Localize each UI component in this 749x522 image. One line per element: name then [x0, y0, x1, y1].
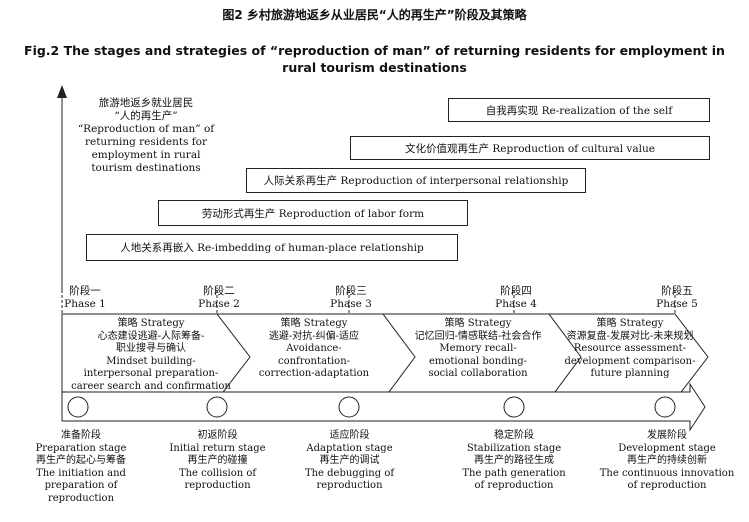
- phase-cn: 阶段五: [661, 285, 693, 297]
- stage-line: 再生产的路径生成: [474, 455, 554, 466]
- stage-line: The collision of: [178, 467, 257, 479]
- strategy-line: correction-adaptation: [258, 368, 370, 379]
- strategy-line: 资源复盘-发展对比-未来规划: [566, 330, 694, 342]
- figure-title-chinese: 图2 乡村旅游地返乡从业居民“人的再生产”阶段及其策略: [222, 8, 527, 22]
- strategy-line: confrontation-: [277, 355, 351, 367]
- stage-line: 准备阶段: [61, 430, 101, 441]
- figure-title-english: Fig.2 The stages and strategies of “repr…: [24, 43, 725, 75]
- y-axis-label-line: employment in rural: [91, 149, 201, 161]
- stage-marker-1: [67, 396, 89, 418]
- phase-4-label: 阶段四 Phase 4: [481, 285, 551, 311]
- timeline-arrow: [61, 382, 706, 432]
- stage-line: The path generation: [462, 467, 566, 479]
- stage-line: reproduction: [316, 480, 383, 491]
- strategy-line: emotional bonding-: [428, 355, 528, 367]
- phase-en: Phase 4: [495, 298, 537, 310]
- stage-3: 适应阶段 Adaptation stage 再生产的调试 The debuggi…: [292, 430, 407, 493]
- phase-cn: 阶段一: [69, 285, 101, 297]
- strategy-line: Mindset building-: [106, 355, 196, 367]
- bar-interpersonal-relationship: 人际关系再生产 Reproduction of interpersonal re…: [246, 168, 586, 193]
- bar-human-place-relationship: 人地关系再嵌入 Re-imbedding of human-place rela…: [86, 234, 458, 261]
- stage-line: 发展阶段: [647, 430, 687, 441]
- strategy-line: future planning: [590, 368, 670, 379]
- y-axis-label-line: tourism destinations: [91, 162, 201, 174]
- phase-cn: 阶段二: [203, 285, 235, 297]
- vertical-axis-arrowhead: [57, 85, 67, 98]
- stage-line: 再生产的持续创新: [627, 455, 707, 466]
- strategy-2: 策略 Strategy 逃避-对抗-纠偏-适应 Avoidance- confr…: [240, 318, 388, 381]
- strategy-line: development comparison-: [564, 355, 696, 367]
- phase-cn: 阶段三: [335, 285, 367, 297]
- phase-2-label: 阶段二 Phase 2: [184, 285, 254, 311]
- stage-line: 再生产的起心与筹备: [36, 455, 126, 466]
- strategy-line: Resource assessment-: [573, 343, 687, 354]
- strategy-line: interpersonal preparation-: [83, 368, 219, 379]
- stage-line: of reproduction: [627, 480, 707, 491]
- stage-line: 适应阶段: [329, 430, 370, 441]
- stage-line: The debugging of: [304, 467, 395, 479]
- phase-5-label: 阶段五 Phase 5: [642, 285, 712, 311]
- stage-line: The initiation and: [36, 467, 126, 479]
- bar-labor-form: 劳动形式再生产 Reproduction of labor form: [158, 200, 468, 226]
- stage-marker-4: [503, 396, 525, 418]
- stage-line: of reproduction: [474, 480, 554, 491]
- stage-line: Initial return stage: [169, 442, 266, 454]
- stage-2: 初返阶段 Initial return stage 再生产的碰撞 The col…: [160, 430, 275, 493]
- y-axis-label: 旅游地返乡就业居民 “人的再生产” “Reproduction of man” …: [66, 97, 226, 175]
- strategy-line: 心态建设逃避-人际筹备-: [97, 330, 205, 342]
- phase-en: Phase 1: [64, 298, 106, 310]
- stage-line: The continuous innovation: [599, 467, 735, 479]
- stage-5: 发展阶段 Development stage 再生产的持续创新 The cont…: [594, 430, 740, 493]
- strategy-line: 策略 Strategy: [596, 318, 664, 329]
- stage-line: reproduction: [184, 480, 251, 491]
- stage-marker-5: [654, 396, 676, 418]
- strategy-line: social collaboration: [428, 368, 528, 379]
- stage-marker-3: [338, 396, 360, 418]
- stage-line: Preparation stage: [35, 442, 127, 454]
- strategy-line: 记忆回归-情感联结-社会合作: [414, 330, 542, 342]
- stage-line: Stabilization stage: [466, 442, 562, 454]
- phase-en: Phase 2: [198, 298, 240, 310]
- strategy-line: 策略 Strategy: [280, 318, 348, 329]
- y-axis-label-line: returning residents for: [84, 136, 208, 148]
- phase-en: Phase 5: [656, 298, 698, 310]
- y-axis-label-line: 旅游地返乡就业居民: [98, 97, 194, 109]
- bar-cultural-value: 文化价值观再生产 Reproduction of cultural value: [350, 136, 710, 160]
- stage-line: 再生产的调试: [319, 455, 380, 466]
- strategy-line: 策略 Strategy: [444, 318, 512, 329]
- strategy-4: 策略 Strategy 资源复盘-发展对比-未来规划 Resource asse…: [556, 318, 704, 381]
- bar-self-realization: 自我再实现 Re-realization of the self: [448, 98, 710, 122]
- strategy-line: Avoidance-: [286, 343, 342, 354]
- strategy-line: 职业搜寻与确认: [116, 343, 186, 354]
- stage-1: 准备阶段 Preparation stage 再生产的起心与筹备 The ini…: [16, 430, 146, 505]
- stage-line: 再生产的碰撞: [187, 455, 248, 466]
- strategy-line: Memory recall-: [439, 343, 517, 354]
- y-axis-label-line: “人的再生产”: [114, 110, 178, 122]
- phase-1-label: 阶段一 Phase 1: [50, 285, 120, 311]
- stage-line: preparation of reproduction: [44, 480, 118, 504]
- phase-en: Phase 3: [330, 298, 372, 310]
- strategy-line: 逃避-对抗-纠偏-适应: [268, 330, 360, 342]
- stage-line: 初返阶段: [197, 430, 238, 441]
- stage-line: 稳定阶段: [494, 430, 534, 441]
- stage-marker-2: [206, 396, 228, 418]
- stage-line: Development stage: [618, 442, 716, 454]
- strategy-line: career search and confirmation: [71, 380, 231, 392]
- strategy-line: 策略 Strategy: [117, 318, 185, 329]
- stage-line: Adaptation stage: [306, 442, 393, 454]
- phase-3-label: 阶段三 Phase 3: [316, 285, 386, 311]
- phase-cn: 阶段四: [500, 285, 532, 297]
- strategy-1: 策略 Strategy 心态建设逃避-人际筹备- 职业搜寻与确认 Mindset…: [66, 318, 236, 393]
- strategy-3: 策略 Strategy 记忆回归-情感联结-社会合作 Memory recall…: [394, 318, 562, 381]
- stage-4: 稳定阶段 Stabilization stage 再生产的路径生成 The pa…: [450, 430, 578, 493]
- y-axis-label-line: “Reproduction of man” of: [77, 123, 215, 135]
